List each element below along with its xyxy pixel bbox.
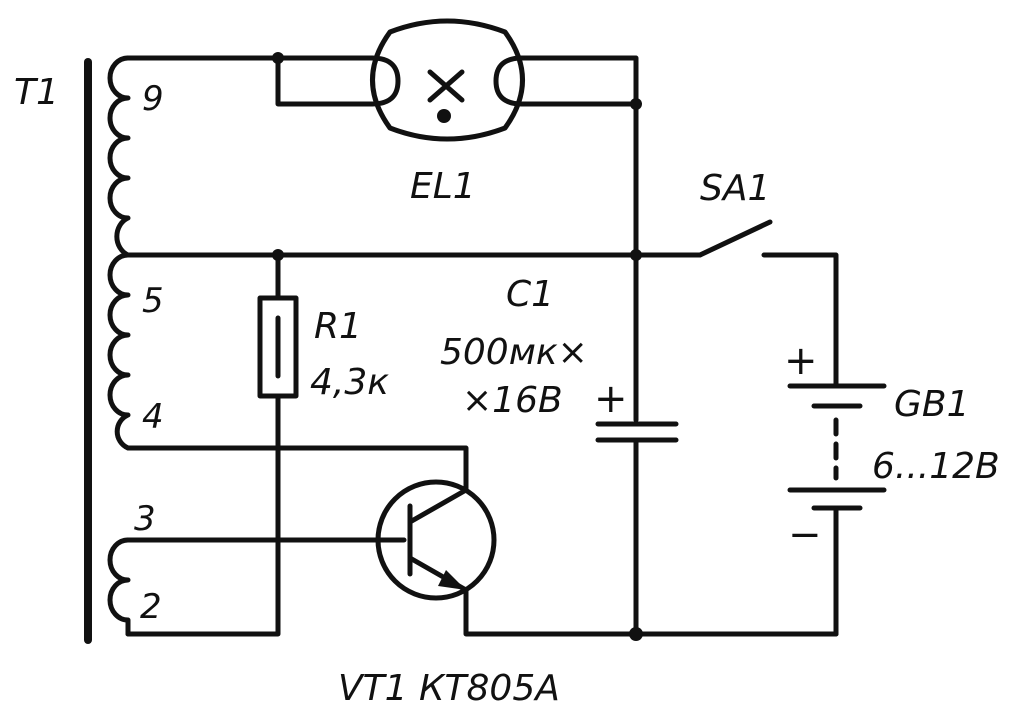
switch-blade — [697, 219, 773, 258]
transistor-body — [375, 479, 497, 601]
transformer-winding-lower — [107, 537, 131, 637]
wire-emitter-to-bottom — [463, 587, 839, 637]
transistor-collector — [407, 487, 469, 525]
label-battery-minus: − — [788, 512, 822, 558]
junction-dot — [272, 249, 284, 261]
label-capacitor-value-1: 500мк× — [440, 332, 588, 373]
junction-dot — [629, 627, 643, 641]
battery-gb1 — [787, 383, 887, 637]
lamp-left-electrode — [369, 55, 401, 107]
label-transformer: T1 — [14, 72, 59, 113]
lamp-cross-mark — [427, 69, 465, 103]
label-capacitor-plus: + — [594, 376, 628, 422]
label-battery-value: 6...12В — [872, 446, 1000, 487]
junction-dot — [630, 249, 642, 261]
transformer-winding-middle — [107, 252, 131, 451]
wire-pin4-to-collector — [125, 445, 469, 493]
label-pin-9: 9 — [142, 79, 164, 119]
lamp-right-electrode — [493, 55, 525, 107]
lamp-right-lead — [519, 55, 639, 107]
label-pin-3: 3 — [134, 499, 156, 539]
lamp-dot — [437, 109, 451, 123]
label-resistor-value: 4,3к — [310, 362, 389, 403]
label-switch: SA1 — [700, 168, 770, 209]
wire-resistor-bottom — [125, 393, 281, 637]
transistor-emitter-arrow — [438, 570, 466, 590]
transistor-vt1 — [375, 479, 497, 601]
label-pin-2: 2 — [140, 587, 162, 627]
label-battery-plus: + — [784, 338, 818, 384]
label-transistor: VT1 КТ805А — [338, 668, 560, 709]
lamp-tube-outline — [370, 18, 525, 142]
lamp-left-lead — [275, 55, 375, 107]
junction-dot — [630, 98, 642, 110]
junction-dots — [272, 52, 643, 641]
label-battery-ref: GB1 — [894, 384, 970, 425]
resistor-r1 — [125, 252, 299, 637]
label-pin-4: 4 — [142, 397, 164, 437]
junction-dot — [272, 52, 284, 64]
transformer-winding-upper — [107, 55, 153, 258]
label-capacitor-ref: C1 — [506, 274, 554, 315]
lamp-el1 — [369, 18, 525, 142]
label-pin-5: 5 — [142, 281, 164, 321]
capacitor-c1 — [595, 421, 679, 443]
label-resistor-ref: R1 — [314, 306, 362, 347]
label-lamp: EL1 — [410, 166, 476, 207]
label-capacitor-value-2: ×16В — [462, 380, 563, 421]
wire-switch-to-battery — [761, 252, 839, 389]
switch-sa1 — [697, 219, 839, 389]
